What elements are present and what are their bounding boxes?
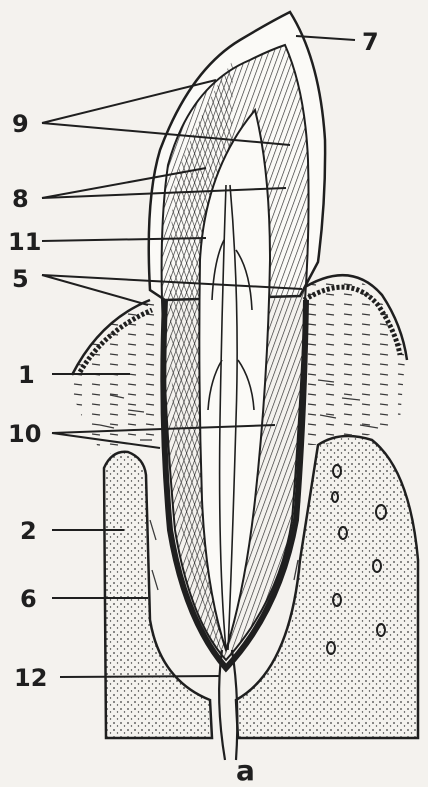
label-12: 12 [14, 664, 47, 692]
label-8: 8 [12, 185, 29, 213]
label-6: 6 [20, 585, 37, 613]
label-10: 10 [8, 420, 41, 448]
label-7: 7 [362, 28, 379, 56]
label-1: 1 [18, 361, 35, 389]
label-5: 5 [12, 265, 29, 293]
gingiva-left [72, 300, 165, 460]
label-2: 2 [20, 517, 37, 545]
gingiva-right [298, 276, 405, 445]
label-11: 11 [8, 228, 41, 256]
figure-caption: a [236, 754, 255, 787]
label-9: 9 [12, 110, 29, 138]
